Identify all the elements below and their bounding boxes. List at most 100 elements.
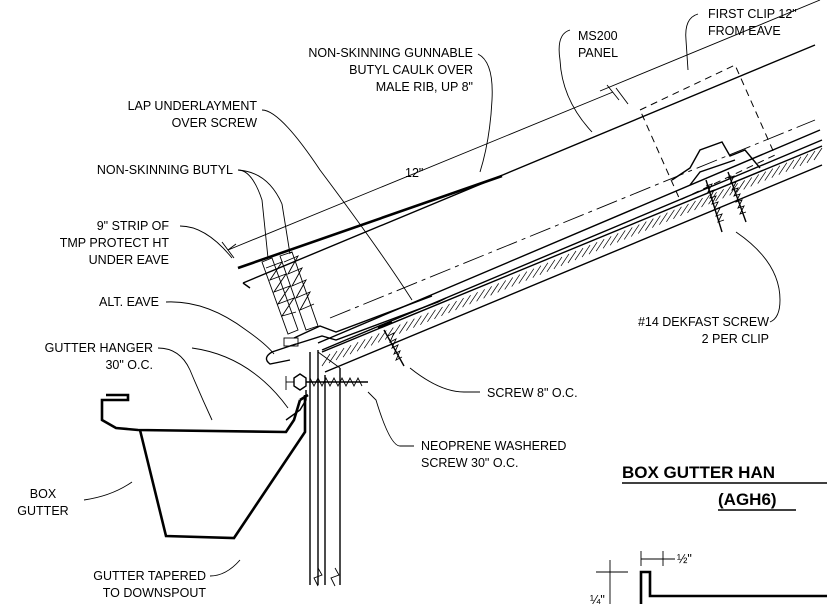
deck-hatch-stroke (652, 215, 661, 228)
deck-hatch-stroke (553, 256, 563, 270)
deck-hatch-stroke (799, 153, 809, 167)
label-neoprene-line1: NEOPRENE WASHERED (421, 439, 566, 453)
deck-hatch-stroke (342, 344, 352, 358)
deck-hatch-stroke (778, 162, 788, 175)
deck-hatch-stroke (645, 218, 654, 231)
panel-center-line (329, 119, 816, 319)
deck-hatch-stroke (623, 227, 633, 240)
leader-dekfast (735, 231, 781, 323)
deck-hatch-stroke (546, 259, 556, 273)
underlayment-line (321, 139, 823, 351)
box-gutter-section (100, 390, 309, 540)
label-neoprene-line2: SCREW 30" O.C. (421, 456, 519, 470)
deck-hatch-stroke (581, 244, 591, 258)
deck-hatch-stroke (511, 274, 521, 287)
deck-hatch-stroke (420, 312, 429, 325)
leader-butyl-caulk (477, 53, 493, 173)
deck-hatch-stroke (715, 189, 724, 202)
deck-hatch-stroke (335, 347, 345, 361)
label-strip-line1: 9" STRIP OF (97, 219, 170, 233)
deck-hatch-stroke (602, 236, 612, 249)
deck-hatch-stroke (441, 303, 450, 317)
deck-hatch-stroke (560, 253, 570, 267)
deck-hatch-stroke (349, 342, 359, 355)
leader-hanger-2 (191, 347, 289, 409)
label-strip-line2: TMP PROTECT HT (60, 236, 170, 250)
label-screw-8: SCREW 8" O.C. (487, 386, 578, 400)
leader-lap-underlayment (261, 109, 413, 301)
profile-detail: ½" ¼" (590, 551, 827, 604)
deck-hatch-stroke (694, 197, 703, 211)
deck-hatch-stroke (462, 294, 471, 308)
panel-eave-end (242, 282, 251, 289)
label-box-gutter-line1: BOX (30, 487, 57, 501)
label-lap-underlayment-line2: OVER SCREW (172, 116, 258, 130)
deck-hatch-stroke (567, 250, 577, 264)
deck-hatch-stroke (764, 168, 774, 181)
deck-hatch-stroke (504, 277, 514, 290)
deck-hatch-stroke (785, 159, 795, 172)
leader-lines (83, 13, 781, 577)
deck-hatch-stroke (750, 174, 760, 187)
detail-title: BOX GUTTER HAN (AGH6) (622, 463, 827, 511)
title-line2: (AGH6) (718, 490, 777, 509)
deck-hatch-stroke (497, 280, 507, 293)
deck-top-line (321, 145, 823, 353)
label-first-clip-line2: FROM EAVE (708, 24, 781, 38)
butyl-tape-strips (261, 251, 319, 335)
label-butyl-caulk-line1: NON-SKINNING GUNNABLE (308, 46, 473, 60)
clip-body (671, 141, 761, 181)
label-lap-underlayment-line1: LAP UNDERLAYMENT (128, 99, 258, 113)
leader-butyl-1 (237, 169, 269, 259)
deck-hatch-stroke (434, 306, 443, 320)
deck-hatch-stroke (399, 321, 408, 334)
deck-hatch-stroke (525, 268, 535, 281)
label-gutter-tapered-line1: GUTTER TAPERED (93, 569, 206, 583)
deck-hatch-stroke (574, 247, 584, 261)
leader-box-gutter (83, 481, 133, 501)
deck-hatch-stroke (813, 147, 823, 161)
panel-clip (639, 64, 776, 233)
clip-screw-1 (705, 179, 725, 233)
title-line1: BOX GUTTER HAN (622, 463, 775, 482)
dimension-12 (221, 84, 629, 259)
leader-screw-8 (409, 367, 480, 393)
neoprene-washered-screw (285, 373, 368, 391)
deck-hatch-stroke (673, 206, 682, 220)
gutter-hanger (285, 390, 307, 421)
deck-hatch-stroke (356, 339, 366, 352)
profile-shape (639, 570, 827, 604)
leader-gutter-tapered (209, 559, 241, 577)
deck-hatch-stroke (483, 286, 492, 299)
deck-hatch-stroke (792, 156, 802, 170)
deck-hatch-stroke (701, 194, 710, 208)
deck-hatch-stroke (771, 165, 781, 178)
label-strip-line3: UNDER EAVE (89, 253, 169, 267)
panel-rib-line (599, 0, 821, 92)
deck-hatch-stroke (476, 289, 485, 302)
deck-hatch-stroke (680, 203, 689, 217)
label-ms200-line1: MS200 (578, 29, 618, 43)
leader-butyl-2 (237, 169, 291, 255)
clip-outline (639, 64, 776, 201)
butyl-caulk-bead (237, 174, 503, 270)
deck-hatch-stroke (532, 265, 542, 278)
label-first-clip-line1: FIRST CLIP 12" (708, 7, 797, 21)
deck-hatch-stroke (659, 212, 668, 225)
deck-bottom-line (324, 164, 823, 373)
deck-hatch-stroke (490, 283, 499, 296)
label-half-inch: ½" (677, 552, 692, 566)
deck-hatch-stroke (637, 221, 647, 234)
label-gutter-tapered-line2: TO DOWNSPOUT (103, 586, 207, 600)
deck-hatch-stroke (427, 309, 436, 323)
deck-hatch-stroke (630, 224, 640, 237)
deck-hatch-stroke (455, 297, 464, 311)
deck-hatch-stroke (609, 233, 619, 246)
deck-hatch-stroke (806, 150, 816, 164)
label-quarter-inch: ¼" (590, 593, 605, 604)
deck-hatch-stroke (722, 186, 731, 199)
leader-neoprene (367, 391, 414, 447)
label-dimension-12: 12" (405, 166, 423, 180)
label-gutter-hanger-line2: 30" O.C. (105, 358, 153, 372)
